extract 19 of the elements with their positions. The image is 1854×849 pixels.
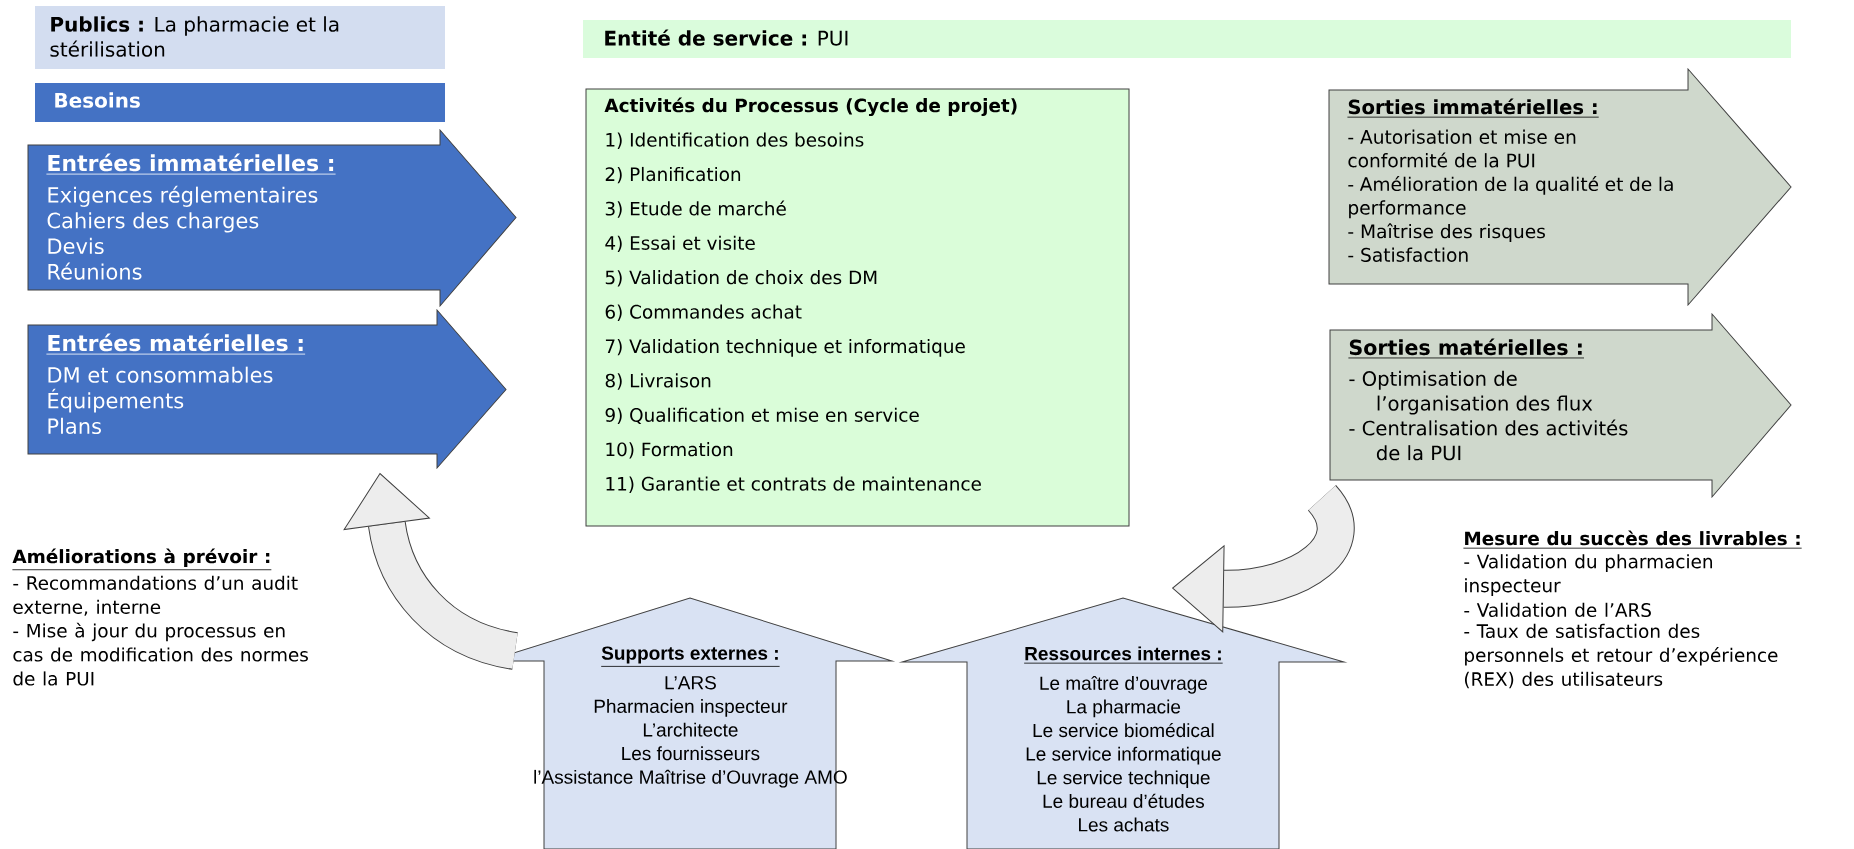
- list-item: - Recommandations d’un audit externe, interne: [13, 575, 298, 616]
- list-item: - Taux de satisfaction des personnels et retour d’expérience (REX) des utilisateurs: [1464, 623, 1778, 689]
- arrow-box: Entrées immatérielles : Exigences réglementaires Cahiers des charges Devis Réunions: [27, 129, 517, 307]
- arrow-box: Entrées matérielles : DM et consommables Équipements Plans: [27, 309, 507, 469]
- header-bar: Besoins: [35, 83, 445, 122]
- list-item: - Validation du pharmacien inspecteur: [1464, 554, 1712, 596]
- header-box: Publics : La pharmacie et la stérilisation: [35, 6, 445, 69]
- list-item: - Validation de l’ARS: [1464, 602, 1651, 617]
- header-band: Entité de service : PUI: [583, 20, 1791, 58]
- curved-arrow: [343, 473, 519, 670]
- heading: Mesure du succès des livrables :: [1463, 530, 1803, 549]
- arrow-box: Ressources internes : Le maître d’ouvrage La pharmacie Le service biomédical Le service informatique Le service technique Le bureau d’études Les achats: [901, 597, 1345, 849]
- arrow-box: Supports externes : L’ARS Pharmacien inspecteur L’architecte Les fournisseurs l’Assistance Maîtrise d’Ouvrage AMO: [487, 597, 893, 849]
- arrow-box: Sorties immatérielles : - Autorisation et mise en conformité de la PUI - Amélioration de la qualité et de la performance - Maîtrise des risques - Satisfaction: [1328, 68, 1792, 306]
- list-item: - Mise à jour du processus en cas de modification des normes de la PUI: [13, 622, 308, 686]
- arrow-box: Sorties matérielles : - Optimisation de l’organisation des flux - Centralisation des activités de la PUI: [1329, 313, 1792, 498]
- process-box: Activités du Processus (Cycle de projet) 1) Identification des besoins 2) Planification 3) Etude de marché 4) Essai et visite 5) Validation de choix des DM 6) Commandes achat 7) Validation technique et informatique 8) Livraison 9) Qualification et mise en service 10) Formation 11) Garantie et contrats de maintenance: [585, 88, 1130, 527]
- curved-arrow: [1172, 486, 1355, 633]
- heading: Améliorations à prévoir :: [12, 548, 272, 571]
